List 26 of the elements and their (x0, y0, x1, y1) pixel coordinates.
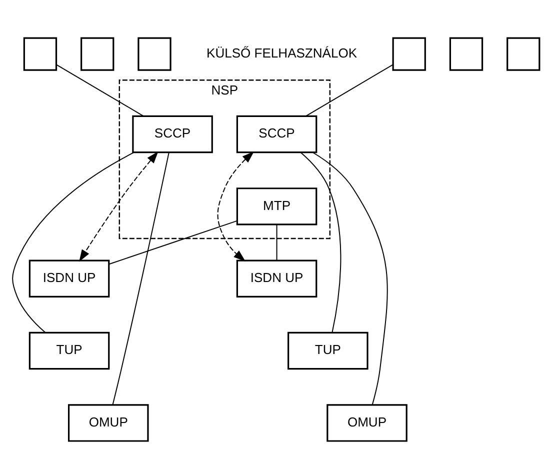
node-box: ISDN UP (236, 259, 318, 297)
node-box (449, 36, 484, 70)
connector (312, 151, 388, 404)
node-box (392, 36, 426, 70)
node-box: TUP (28, 331, 110, 370)
node-box (23, 36, 58, 70)
node-box: SCCP (236, 114, 318, 153)
node-box (138, 36, 172, 70)
arrow (79, 150, 158, 262)
node-box: OMUP (326, 404, 408, 442)
node-box: SCCP (132, 114, 213, 153)
node-box: MTP (236, 187, 318, 225)
connector (300, 151, 342, 332)
arrow (217, 150, 254, 261)
connector (305, 64, 394, 116)
connector (108, 220, 238, 264)
node-box: OMUP (68, 404, 149, 442)
node-box: ISDN UP (28, 259, 110, 297)
node-box (506, 36, 540, 70)
label: KÜLSŐ FELHASZNÁLOK (206, 44, 358, 60)
node-box: TUP (288, 331, 368, 370)
connector (112, 152, 170, 405)
connector (56, 64, 144, 116)
node-box (80, 36, 114, 70)
connector (12, 151, 135, 333)
connector (276, 224, 278, 260)
